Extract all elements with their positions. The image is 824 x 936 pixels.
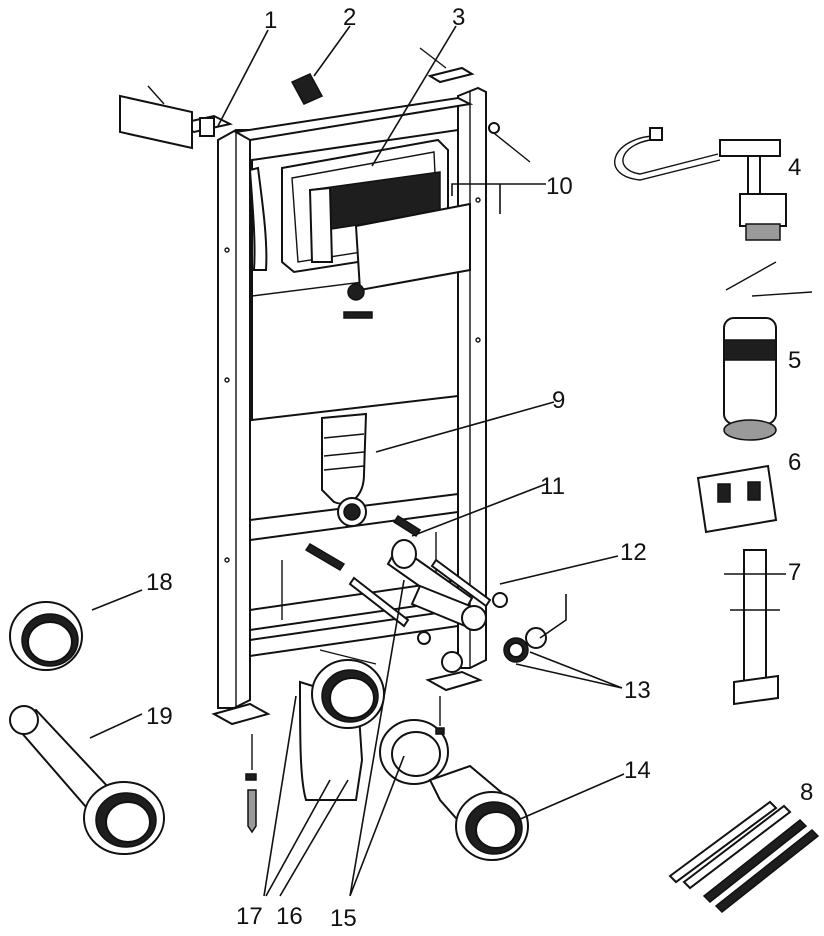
leader-lines — [89, 25, 625, 897]
callout-12: 12 — [620, 539, 647, 566]
callout-9: 9 — [552, 387, 565, 414]
callout-5: 5 — [788, 347, 801, 374]
fill-valve — [614, 127, 787, 241]
anchor-rods — [668, 800, 820, 914]
long-connector-pipe — [9, 705, 165, 855]
callout-1: 1 — [264, 7, 277, 34]
connector-sleeve — [9, 601, 83, 671]
cable-support — [724, 549, 786, 706]
callout-4: 4 — [788, 154, 801, 181]
control-bracket — [696, 464, 778, 534]
floor-fixings — [245, 696, 445, 834]
drain-bend — [298, 649, 385, 801]
callout-18: 18 — [146, 569, 173, 596]
callout-15: 15 — [330, 905, 357, 932]
callout-2: 2 — [343, 4, 356, 31]
inlet-pipes — [386, 539, 547, 673]
flush-valve — [723, 261, 813, 441]
callout-14: 14 — [624, 757, 651, 784]
threaded-studs — [304, 514, 492, 628]
flush-pipe — [321, 412, 368, 527]
callout-17: 17 — [236, 903, 263, 930]
callout-19: 19 — [146, 703, 173, 730]
callout-10: 10 — [546, 173, 573, 200]
pan-connector-bend — [379, 719, 529, 861]
callout-13: 13 — [624, 677, 651, 704]
callout-3: 3 — [452, 4, 465, 31]
cistern-and-cover-plate — [248, 138, 471, 319]
callout-11: 11 — [540, 473, 565, 500]
callout-8: 8 — [800, 779, 813, 806]
top-fixings — [119, 47, 531, 163]
callout-6: 6 — [788, 449, 801, 476]
callout-7: 7 — [788, 559, 801, 586]
callout-labels: 1 2 3 4 5 6 7 8 9 10 11 12 13 14 15 16 1… — [146, 4, 813, 932]
callout-16: 16 — [276, 903, 303, 930]
